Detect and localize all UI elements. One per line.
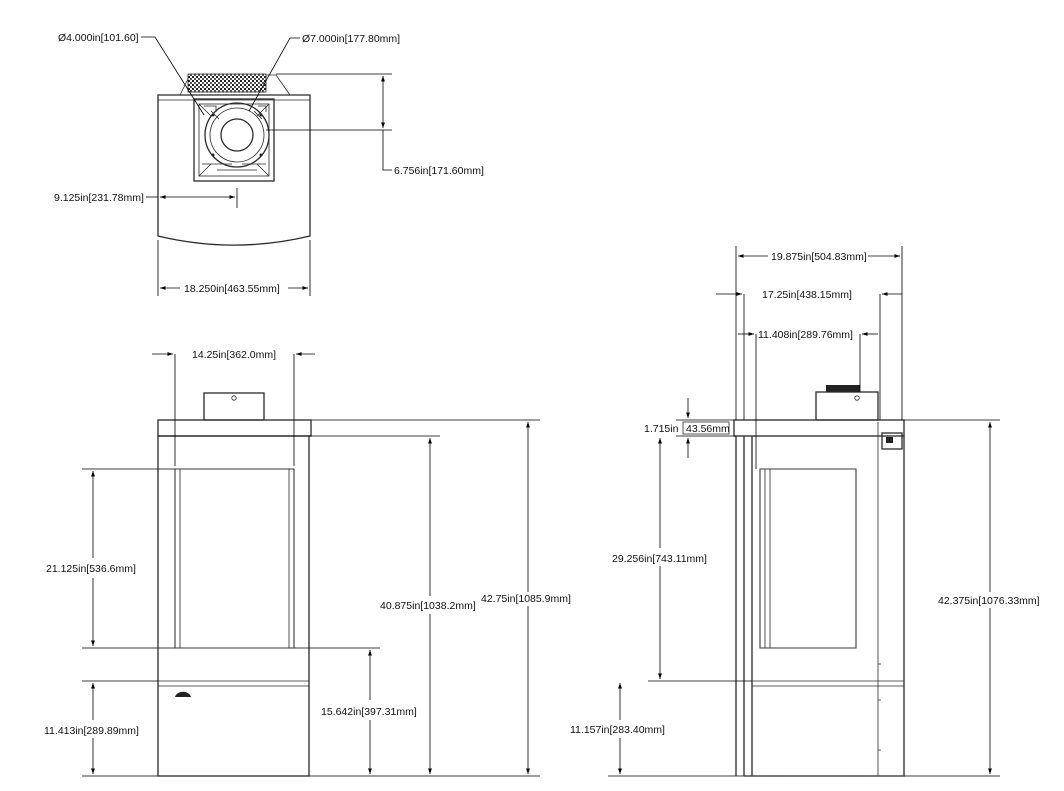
top-view: Ø4.000in[101.60] Ø7.000in[177.80mm] 6.75… <box>54 32 484 296</box>
label-side-pedestal-height: 11.157in[283.40mm] <box>570 724 665 736</box>
label-flue-center-depth: 11.408in[289.76mm] <box>758 329 853 341</box>
front-view-outline <box>157 392 312 777</box>
dim-line-flue-inner-diameter <box>248 37 300 112</box>
side-view: 19.875in[504.83mm] 17.25in[438.15mm] 11.… <box>570 246 1040 777</box>
ext-lines-flue-offset <box>266 73 392 131</box>
label-glass-height: 21.125in[536.6mm] <box>46 563 136 575</box>
label-top-thickness-mm: 43.56mm <box>686 423 730 435</box>
label-overall-depth: 19.875in[504.83mm] <box>771 251 867 263</box>
side-view-outline <box>733 385 905 777</box>
label-top-to-base-height: 40.875in[1038.2mm] <box>380 600 476 612</box>
label-flue-outer-diameter: Ø4.000in[101.60] <box>58 32 139 44</box>
label-side-overall-height: 42.375in[1076.33mm] <box>938 595 1040 607</box>
label-half-width: 9.125in[231.78mm] <box>54 192 144 204</box>
dim-line-flue-outer-diameter <box>141 36 205 116</box>
label-glass-to-top-height: 29.256in[743.11mm] <box>612 553 707 565</box>
label-body-width: 14.25in[362.0mm] <box>192 349 276 361</box>
label-front-pedestal-height: 11.413in[289.89mm] <box>44 725 139 737</box>
label-body-depth: 17.25in[438.15mm] <box>762 289 852 301</box>
label-front-overall-height: 42.75in[1085.9mm] <box>481 593 571 605</box>
label-top-thickness: 1.715in <box>644 423 679 435</box>
label-flue-inner-diameter: Ø7.000in[177.80mm] <box>302 33 400 45</box>
label-overall-width: 18.250in[463.55mm] <box>184 283 280 295</box>
top-view-flue-collar <box>193 98 275 182</box>
label-flue-offset-depth: 6.756in[171.60mm] <box>394 165 484 177</box>
label-glass-bottom-height: 15.642in[397.31mm] <box>321 706 417 718</box>
front-view: 14.25in[362.0mm] 21.125in[536.6mm] 11.41… <box>44 349 571 777</box>
